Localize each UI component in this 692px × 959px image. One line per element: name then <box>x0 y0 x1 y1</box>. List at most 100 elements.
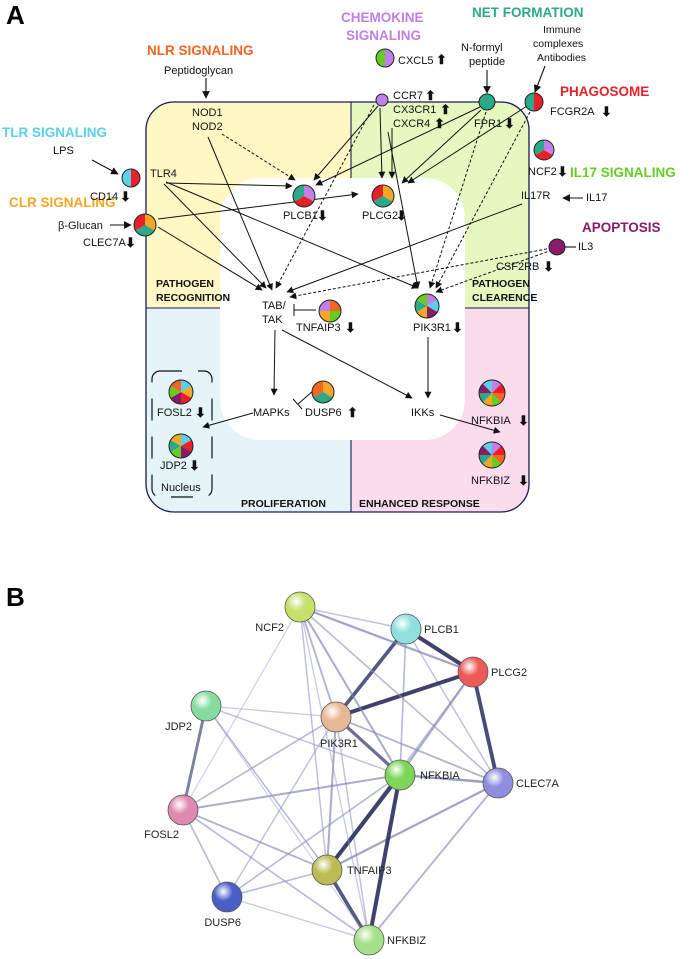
csf2rb-down-arrow: ⬇ <box>543 259 554 274</box>
node-dusp6: DUSP6 <box>305 407 342 419</box>
csf2rb-pie <box>548 238 566 256</box>
network-node-pik3r1[interactable]: PIK3R1 <box>320 701 358 750</box>
node-nod2: NOD2 <box>192 121 223 133</box>
network-node-jdp2[interactable]: JDP2 <box>165 690 222 733</box>
edge-ncf2-nfkbiz <box>299 606 370 941</box>
category-chemokine-1: CHEMOKINE <box>341 10 424 25</box>
panel-a-letter: A <box>6 0 25 30</box>
node-fcgr2a: FCGR2A <box>550 106 595 118</box>
network-node-fosl2[interactable]: FOSL2 <box>144 794 199 841</box>
network-label-dusp6: DUSP6 <box>204 917 241 929</box>
plcg2-down-arrow: ⬇ <box>396 208 407 223</box>
network-label-nfkbiz: NFKBIZ <box>387 935 426 947</box>
network-label-nfkbia: NFKBIA <box>420 770 460 782</box>
edge-plcg2-pik3r1 <box>335 670 474 719</box>
network-node-ncf2[interactable]: NCF2 <box>255 591 316 634</box>
node-cxcl5: CXCL5 <box>398 55 433 67</box>
edge-ncf2-fosl2 <box>182 606 301 811</box>
edge-nfkbia-fosl2 <box>182 773 401 812</box>
cell-membrane <box>145 101 530 513</box>
node-plcg2: PLCG2 <box>362 210 398 222</box>
node-jdp2: JDP2 <box>160 460 187 472</box>
edge-pik3r1-nfkbiz <box>335 716 370 941</box>
region-label-proliferation: PROLIFERATION <box>241 498 326 510</box>
edge-pik3r1-fosl2 <box>182 716 337 811</box>
nfkbiz-pie <box>478 441 506 469</box>
edge-ncf2-clec7a <box>299 606 499 784</box>
nfkbia-down-arrow: ⬇ <box>518 413 529 428</box>
edge-nfkbia-nfkbiz <box>367 774 402 941</box>
network-label-pik3r1: PIK3R1 <box>320 738 358 750</box>
network-label-jdp2: JDP2 <box>165 721 192 733</box>
category-clr: CLR SIGNALING <box>9 195 116 210</box>
network-node-dusp6[interactable]: DUSP6 <box>204 881 243 929</box>
ligand-beta-glucan: β-Glucan <box>58 220 103 232</box>
node-plcb1: PLCB1 <box>283 210 318 222</box>
edge-plcb1-pik3r1 <box>334 627 408 719</box>
region-label-pathogen-clearence-1: PATHOGEN <box>472 278 530 290</box>
network-label-ncf2: NCF2 <box>255 622 284 634</box>
edge-fosl2-dusp6 <box>182 809 228 898</box>
edge-pik3r1-jdp2 <box>205 705 337 718</box>
network-node-tnfaip3[interactable]: TNFAIP3 <box>311 854 392 886</box>
category-il17: IL17 SIGNALING <box>570 165 676 180</box>
jdp2-pie <box>168 433 194 459</box>
dusp6-pie <box>311 380 335 404</box>
category-apoptosis: APOPTOSIS <box>582 220 661 235</box>
network-node-plcg2[interactable]: PLCG2 <box>457 656 527 688</box>
node-tnfaip3: TNFAIP3 <box>296 322 341 334</box>
edge-clec7a-nfkbia <box>399 773 499 785</box>
edge-ncf2-tnfaip3 <box>299 606 328 871</box>
clec7a-down-arrow: ⬇ <box>125 235 136 250</box>
plcg2-pie <box>371 184 395 208</box>
edge-fosl2-nfkbiz <box>182 809 370 941</box>
network-node-nfkbia[interactable]: NFKBIA <box>384 759 460 791</box>
plcb1-pie <box>292 184 316 208</box>
network-label-plcg2: PLCG2 <box>491 667 527 679</box>
fpr1-pie <box>478 93 496 111</box>
network-node-plcb1[interactable]: PLCB1 <box>390 613 459 645</box>
fpr1-down-arrow: ⬇ <box>504 116 515 131</box>
plcb1-down-arrow: ⬇ <box>317 208 328 223</box>
ligand-il17: IL17 <box>586 192 607 204</box>
cxcr4-up-arrow: ⬆ <box>434 116 445 131</box>
region-label-pathogen-recognition-2: RECOGNITION <box>156 292 230 304</box>
node-ikks: IKKs <box>411 407 435 419</box>
nucleus-box <box>151 370 213 498</box>
node-ccr7: CCR7 <box>393 90 423 102</box>
tnfaip3-pie <box>318 299 342 323</box>
edge-dusp6-nfkbiz <box>226 896 370 941</box>
network-label-clec7a: CLEC7A <box>516 778 559 790</box>
node-cx3cr1: CX3CR1 <box>393 104 436 116</box>
region-label-enhanced-response: ENHANCED RESPONSE <box>359 498 480 510</box>
cxcl5-up-arrow: ⬆ <box>436 52 447 67</box>
node-il17r: IL17R <box>521 190 550 202</box>
pik3r1-down-arrow: ⬇ <box>452 320 463 335</box>
gene-annotation-pies <box>121 48 566 469</box>
cell-regions <box>145 101 530 513</box>
edge-tnfaip3-fosl2 <box>182 809 328 871</box>
nucleus-label: Nucleus <box>161 482 201 494</box>
edge-jdp2-fosl2 <box>181 705 208 811</box>
ligand-peptidoglycan: Peptidoglycan <box>164 65 233 77</box>
edge-plcb1-ncf2 <box>299 606 407 630</box>
node-nfkbiz: NFKBIZ <box>471 475 510 487</box>
jdp2-down-arrow: ⬇ <box>189 458 200 473</box>
network-label-tnfaip3: TNFAIP3 <box>347 865 392 877</box>
network-node-nfkbiz[interactable]: NFKBIZ <box>353 924 426 956</box>
cd14-down-arrow: ⬇ <box>120 189 131 204</box>
fosl2-down-arrow: ⬇ <box>195 405 206 420</box>
ligand-n-formyl-1: N-formyl <box>461 42 503 54</box>
edge-nfkbia-dusp6 <box>226 774 401 898</box>
network-label-fosl2: FOSL2 <box>144 829 179 841</box>
edge-plcg2-ncf2 <box>299 605 474 674</box>
node-cxcr4: CXCR4 <box>393 118 430 130</box>
edge-jdp2-tnfaip3 <box>205 705 328 871</box>
edge-pik3r1-clec7a <box>335 716 499 784</box>
dusp6-up-arrow: ⬆ <box>347 405 358 420</box>
edge-plcb1-nfkbia <box>399 628 407 776</box>
edge-clec7a-tnfaip3 <box>326 782 499 871</box>
network-node-clec7a[interactable]: CLEC7A <box>482 767 559 799</box>
ligand-lps: LPS <box>53 145 74 157</box>
